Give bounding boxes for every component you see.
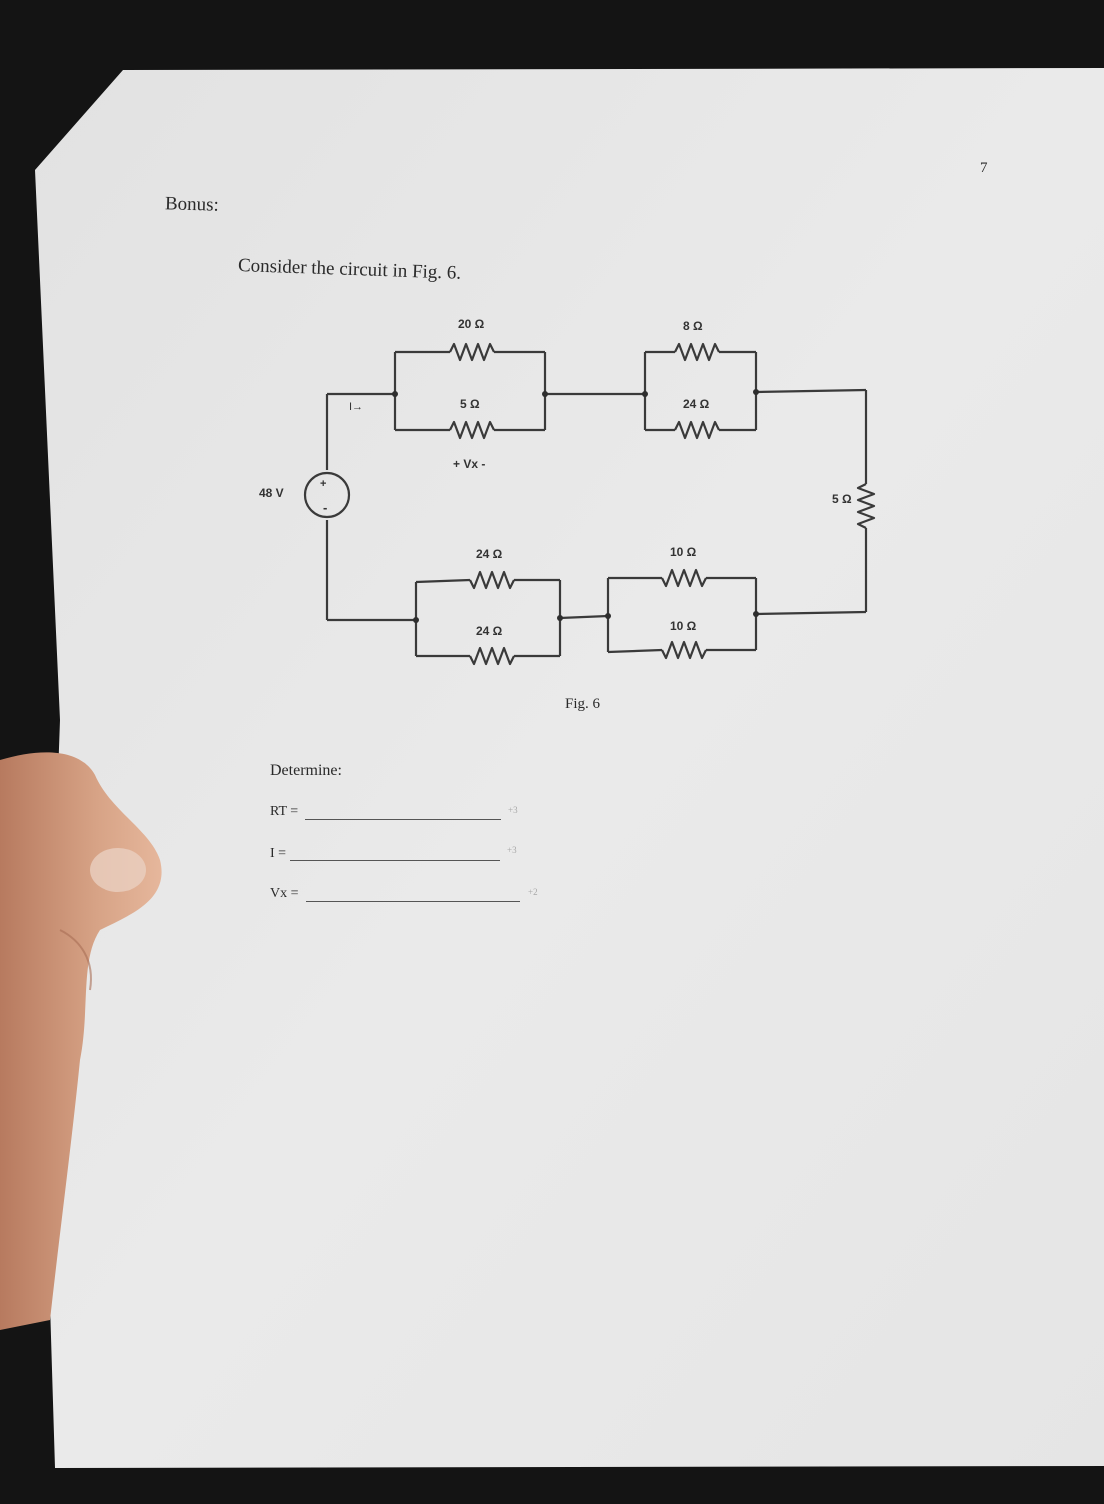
voltage-source [303, 471, 351, 519]
label-48-v: 48 V [259, 486, 284, 500]
label-8-ohm: 8 Ω [683, 319, 703, 333]
resistor-20-ohm [449, 342, 495, 362]
label-vx: + Vx - [453, 457, 485, 471]
resistor-8-ohm [674, 342, 720, 362]
source-minus: - [323, 500, 327, 515]
label-24-ohm-top: 24 Ω [683, 397, 710, 411]
determine-heading: Determine: [270, 762, 342, 779]
source-plus: + [320, 478, 326, 490]
points-i: +3 [507, 845, 517, 855]
answer-blank-rt[interactable] [305, 819, 501, 820]
label-10-ohm-upper: 10 Ω [670, 545, 697, 559]
points-vx: +2 [528, 887, 538, 897]
page-number: 7 [980, 160, 988, 176]
label-10-ohm-lower: 10 Ω [670, 619, 697, 633]
label-20-ohm: 20 Ω [458, 317, 485, 331]
question-rt-label: RT = [270, 804, 299, 819]
label-24-ohm-bl-upper: 24 Ω [476, 547, 503, 561]
resistor-5-ohm-right [856, 483, 876, 529]
question-vx-label: Vx = [270, 886, 299, 901]
resistor-10-ohm-upper [661, 568, 707, 588]
label-5-ohm: 5 Ω [460, 397, 480, 411]
resistor-24-ohm-bl-lower [469, 646, 515, 666]
resistor-24-ohm-top [674, 420, 720, 440]
question-i-label: I = [270, 846, 287, 861]
points-rt: +3 [508, 805, 518, 815]
label-24-ohm-bl-lower: 24 Ω [476, 624, 503, 638]
answer-blank-i[interactable] [290, 860, 500, 861]
label-5-ohm-right: 5 Ω [832, 492, 852, 506]
current-arrow-label: I→ [349, 401, 363, 413]
resistor-24-ohm-bl-upper [469, 570, 515, 590]
resistor-5-ohm [449, 420, 495, 440]
answer-blank-vx[interactable] [306, 901, 520, 902]
resistor-10-ohm-lower [661, 640, 707, 660]
figure-caption: Fig. 6 [565, 696, 601, 712]
